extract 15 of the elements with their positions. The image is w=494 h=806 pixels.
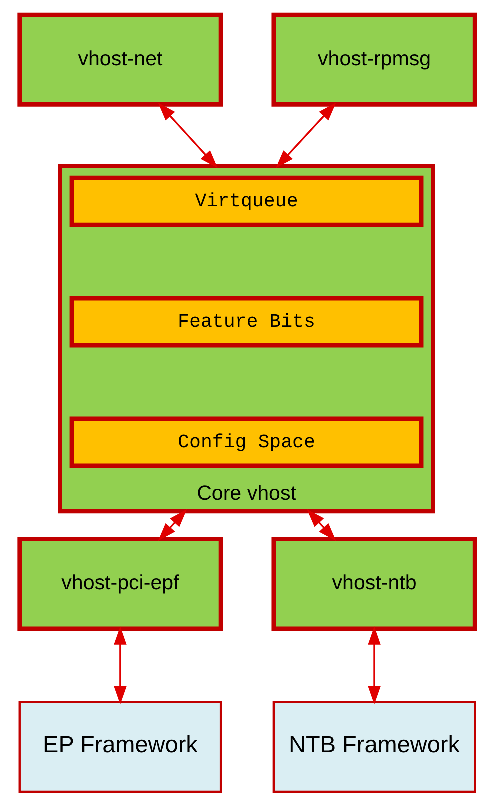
arrow — [276, 102, 336, 168]
node-box: vhost-ntb — [271, 536, 477, 631]
node-box: vhost-rpmsg — [271, 12, 477, 106]
node-box: EP Framework — [18, 700, 222, 793]
arrow — [368, 626, 380, 704]
arrow — [306, 508, 336, 541]
node-box: Feature Bits — [69, 296, 424, 348]
node-box: vhost-net — [17, 12, 223, 106]
node-box: Config Space — [69, 416, 424, 468]
node-box: vhost-pci-epf — [17, 536, 223, 631]
node-box: NTB Framework — [272, 700, 476, 793]
arrow — [158, 102, 218, 168]
arrow — [114, 626, 126, 704]
arrow — [158, 508, 187, 541]
node-box: Virtqueue — [69, 175, 424, 227]
